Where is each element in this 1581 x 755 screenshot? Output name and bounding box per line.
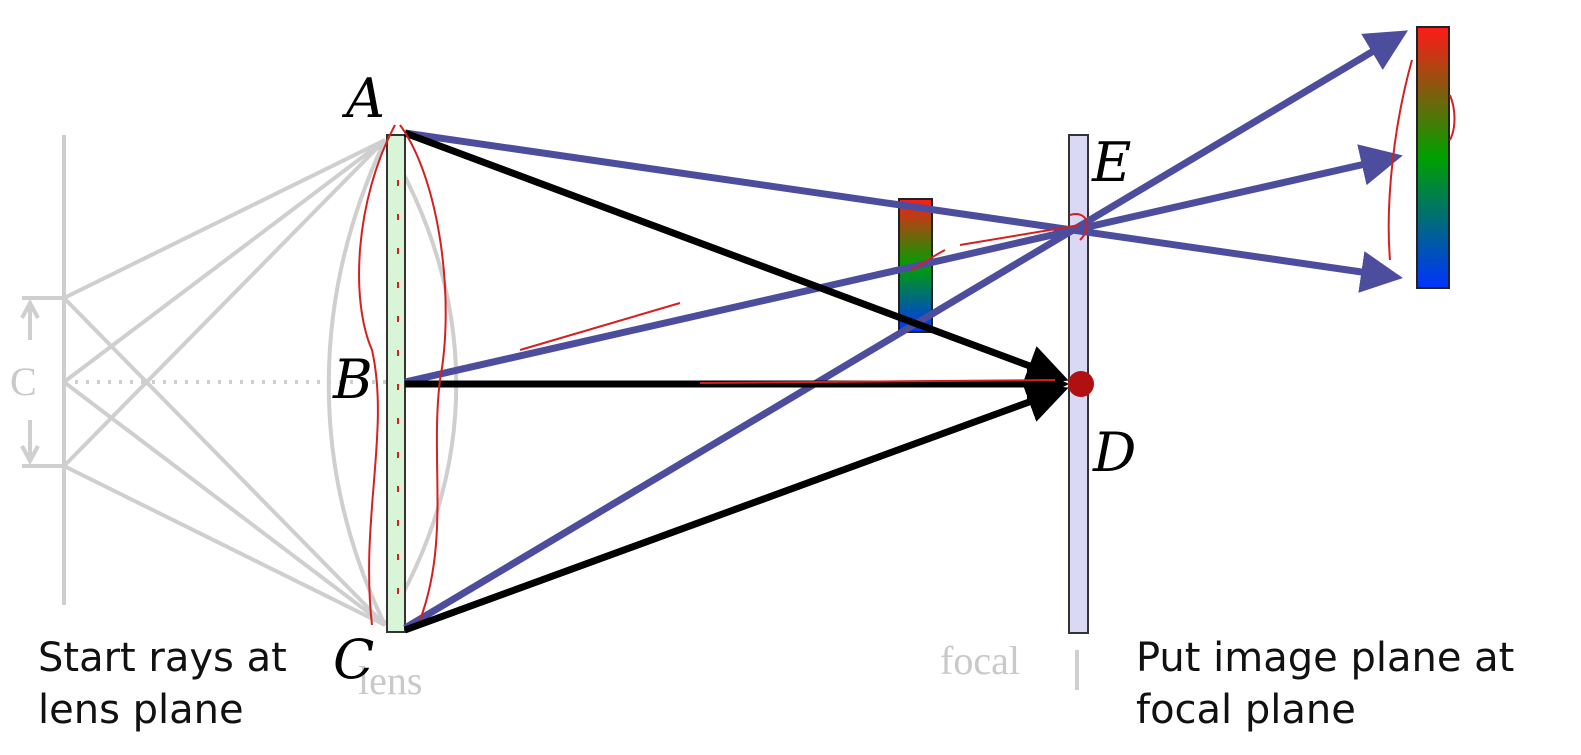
- focal-label: focal: [940, 638, 1020, 683]
- lens-plane: [386, 134, 406, 633]
- right-caption-line-1: Put image plane at: [1136, 635, 1515, 681]
- right-caption: Put image plane at focal plane: [1136, 632, 1514, 736]
- point-label-b: B: [332, 348, 373, 411]
- left-caption: Start rays at lens plane: [38, 632, 287, 736]
- lens-label: lens: [358, 658, 422, 703]
- right-caption-line-2: focal plane: [1136, 687, 1356, 733]
- point-label-e: E: [1091, 131, 1131, 194]
- right-gradient-sensor: [1416, 26, 1450, 289]
- black-rays: [403, 129, 1069, 634]
- blue-rays: [403, 30, 1409, 632]
- faded-background-figure: [20, 135, 459, 627]
- red-annotations: [358, 59, 1456, 626]
- point-label-a: A: [341, 67, 385, 130]
- left-caption-line-1: Start rays at: [38, 635, 287, 681]
- point-label-c: C: [333, 628, 374, 691]
- focus-point-d: [1068, 371, 1094, 397]
- point-label-d: D: [1092, 421, 1136, 484]
- aperture-label: C: [10, 359, 37, 404]
- left-caption-line-2: lens plane: [38, 687, 244, 733]
